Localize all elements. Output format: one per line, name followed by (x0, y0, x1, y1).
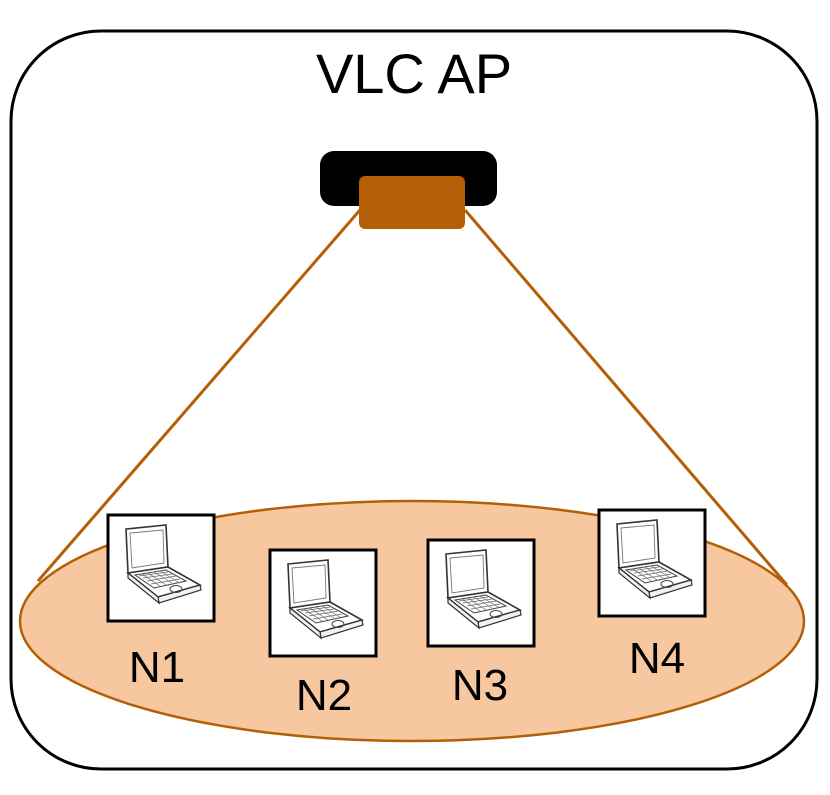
node-label: N1 (129, 643, 185, 692)
beam-left-edge (36, 209, 362, 582)
laptop-icon (268, 548, 378, 658)
laptop-icon (106, 513, 216, 623)
node-n1: N1 (106, 513, 216, 692)
vlc-ap-icon (320, 151, 497, 229)
node-label: N4 (629, 634, 685, 683)
node-label: N3 (452, 661, 508, 710)
node-n2: N2 (268, 548, 378, 720)
frame-border (9, 29, 819, 771)
node-n4: N4 (597, 508, 707, 683)
node-label: N2 (296, 671, 352, 720)
node-n3: N3 (426, 538, 536, 710)
laptop-icon (597, 508, 707, 618)
laptop-icon (426, 538, 536, 648)
beam-right-edge (463, 209, 789, 586)
ap-title: VLC AP (316, 42, 512, 105)
